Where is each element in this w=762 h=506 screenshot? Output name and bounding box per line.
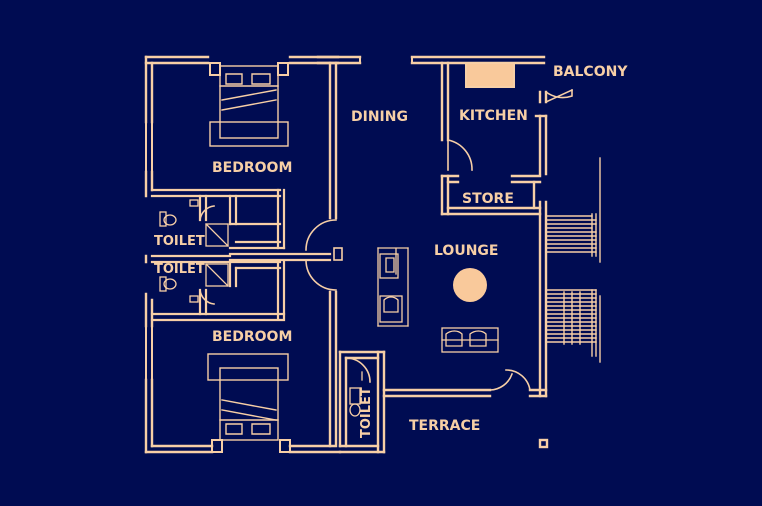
label-bedroom-bottom: BEDROOM	[212, 329, 292, 345]
lounge-round-table	[453, 268, 487, 302]
kitchen-walls	[440, 61, 542, 216]
stairs	[545, 157, 601, 363]
label-dining: DINING	[351, 109, 408, 125]
label-kitchen: KITCHEN	[459, 108, 528, 124]
bed-bottom	[207, 353, 289, 441]
door-swings	[199, 88, 574, 391]
kitchen-counter	[465, 62, 515, 88]
label-balcony: BALCONY	[553, 64, 628, 80]
outer-walls	[144, 55, 549, 454]
bed-top	[209, 65, 289, 147]
label-store: STORE	[462, 191, 514, 207]
label-toilet-terrace: TOILET	[359, 387, 374, 438]
label-terrace: TERRACE	[409, 418, 480, 434]
lounge-furniture	[377, 247, 499, 353]
toilet-fixtures	[159, 199, 363, 417]
label-toilet-lower: TOILET	[154, 262, 205, 277]
label-bedroom-top: BEDROOM	[212, 160, 292, 176]
label-lounge: LOUNGE	[434, 243, 498, 259]
window-marks	[145, 56, 413, 453]
label-toilet-upper: TOILET	[154, 234, 205, 249]
interior-walls	[150, 188, 332, 322]
